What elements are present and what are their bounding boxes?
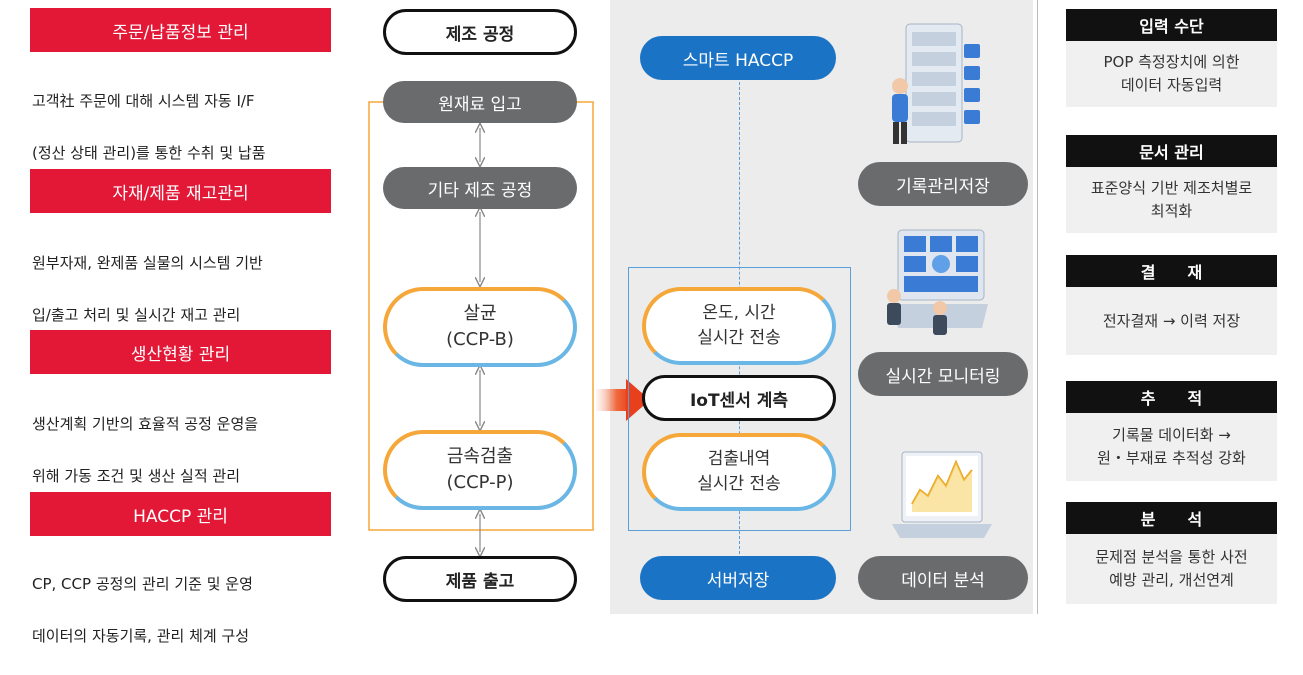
feature-tracking-desc: 기록물 데이터화 → 원・부재료 추적성 강화: [1066, 413, 1277, 481]
haccp-mgmt-desc: CP, CCP 공정의 관리 기준 및 운영 데이터의 자동기록, 관리 체계 …: [32, 545, 352, 675]
feature-line: 데이터 자동입력: [1120, 76, 1223, 94]
iot-sensor-box: [628, 267, 851, 531]
ccp-label: 살균: [463, 303, 497, 324]
smart-haccp-label: 스마트 HACCP: [640, 36, 836, 80]
ccp-code: (CCP-B): [446, 329, 514, 350]
desc-line: 원부자재, 완제품 실물의 시스템 기반: [32, 254, 263, 272]
feature-tracking-title: 추 적: [1066, 381, 1277, 413]
feature-line: 문제점 분석을 통한 사전: [1095, 548, 1248, 566]
feature-line: 원・부재료 추적성 강화: [1097, 449, 1246, 467]
monitoring-icon: [887, 229, 988, 335]
desc-line: CP, CCP 공정의 관리 기준 및 운영: [32, 575, 253, 593]
server-record-icon: [892, 23, 980, 144]
process-connectors: [368, 101, 594, 614]
feature-input-title: 입력 수단: [1066, 9, 1277, 41]
iot-arrow: [596, 379, 650, 421]
step-other-process: 기타 제조 공정: [383, 167, 577, 209]
desc-line: 생산계획 기반의 효율적 공정 운영을: [32, 415, 259, 433]
process-header: 제조 공정: [383, 9, 577, 55]
desc-line: 데이터의 자동기록, 관리 체계 구성: [32, 627, 250, 645]
iot-sensor-label: IoT센서 계측: [642, 375, 836, 421]
inventory-desc: 원부자재, 완제품 실물의 시스템 기반 입/출고 처리 및 실시간 재고 관리: [32, 224, 352, 354]
oval-line: 검출내역: [707, 449, 771, 469]
feature-approval-title: 결 재: [1066, 255, 1277, 287]
production-title: 생산현황 관리: [30, 330, 331, 374]
desc-line: 위해 가동 조건 및 생산 실적 관리: [32, 467, 241, 485]
oval-line: 실시간 전송: [697, 474, 781, 494]
temp-time-transmit: 온도, 시간 실시간 전송: [642, 287, 836, 365]
desc-line: 입/출고 처리 및 실시간 재고 관리: [32, 306, 241, 324]
data-analysis-icon: [892, 451, 992, 538]
process-footer: 제품 출고: [383, 556, 577, 602]
data-analysis-label: 데이터 분석: [858, 556, 1028, 600]
haccp-mgmt-title: HACCP 관리: [30, 492, 331, 536]
detection-transmit: 검출내역 실시간 전송: [642, 433, 836, 511]
inventory-title: 자재/제품 재고관리: [30, 169, 331, 213]
feature-line: POP 측정장치에 의한: [1103, 53, 1240, 71]
ccp-metal-detection: 금속검출 (CCP-P): [383, 430, 577, 510]
oval-line: 실시간 전송: [697, 328, 781, 348]
feature-document-desc: 표준양식 기반 제조처별로 최적화: [1066, 167, 1277, 233]
feature-line: 최적화: [1150, 202, 1193, 220]
server-storage-label: 서버저장: [640, 556, 836, 600]
step-raw-material: 원재료 입고: [383, 81, 577, 123]
oval-line: 온도, 시간: [702, 303, 776, 323]
feature-line: 표준양식 기반 제조처별로: [1090, 179, 1253, 197]
order-delivery-desc: 고객社 주문에 대해 시스템 자동 I/F (정산 상태 관리)를 통한 수취 …: [32, 62, 352, 192]
production-desc: 생산계획 기반의 효율적 공정 운영을 위해 가동 조건 및 생산 실적 관리: [32, 385, 352, 515]
feature-approval-desc: 전자결재 → 이력 저장: [1066, 287, 1277, 355]
desc-line: (정산 상태 관리)를 통한 수취 및 납품: [32, 144, 266, 162]
feature-analysis-desc: 문제점 분석을 통한 사전 예방 관리, 개선연계: [1066, 534, 1277, 604]
desc-line: 고객社 주문에 대해 시스템 자동 I/F: [32, 92, 255, 110]
column-separator: [1037, 0, 1038, 614]
feature-line: 예방 관리, 개선연계: [1109, 571, 1234, 589]
ccp-sterilization: 살균 (CCP-B): [383, 287, 577, 367]
feature-analysis-title: 분 석: [1066, 502, 1277, 534]
feature-line: 전자결재 → 이력 저장: [1102, 311, 1241, 330]
feature-document-title: 문서 관리: [1066, 135, 1277, 167]
ccp-label: 금속검출: [446, 446, 514, 467]
feature-line: 기록물 데이터화 →: [1112, 426, 1231, 444]
order-delivery-title: 주문/납품정보 관리: [30, 8, 331, 52]
record-storage-label: 기록관리저장: [858, 162, 1028, 206]
ccp-code: (CCP-P): [446, 472, 514, 493]
realtime-monitoring-label: 실시간 모니터링: [858, 352, 1028, 396]
feature-input-desc: POP 측정장치에 의한 데이터 자동입력: [1066, 41, 1277, 107]
